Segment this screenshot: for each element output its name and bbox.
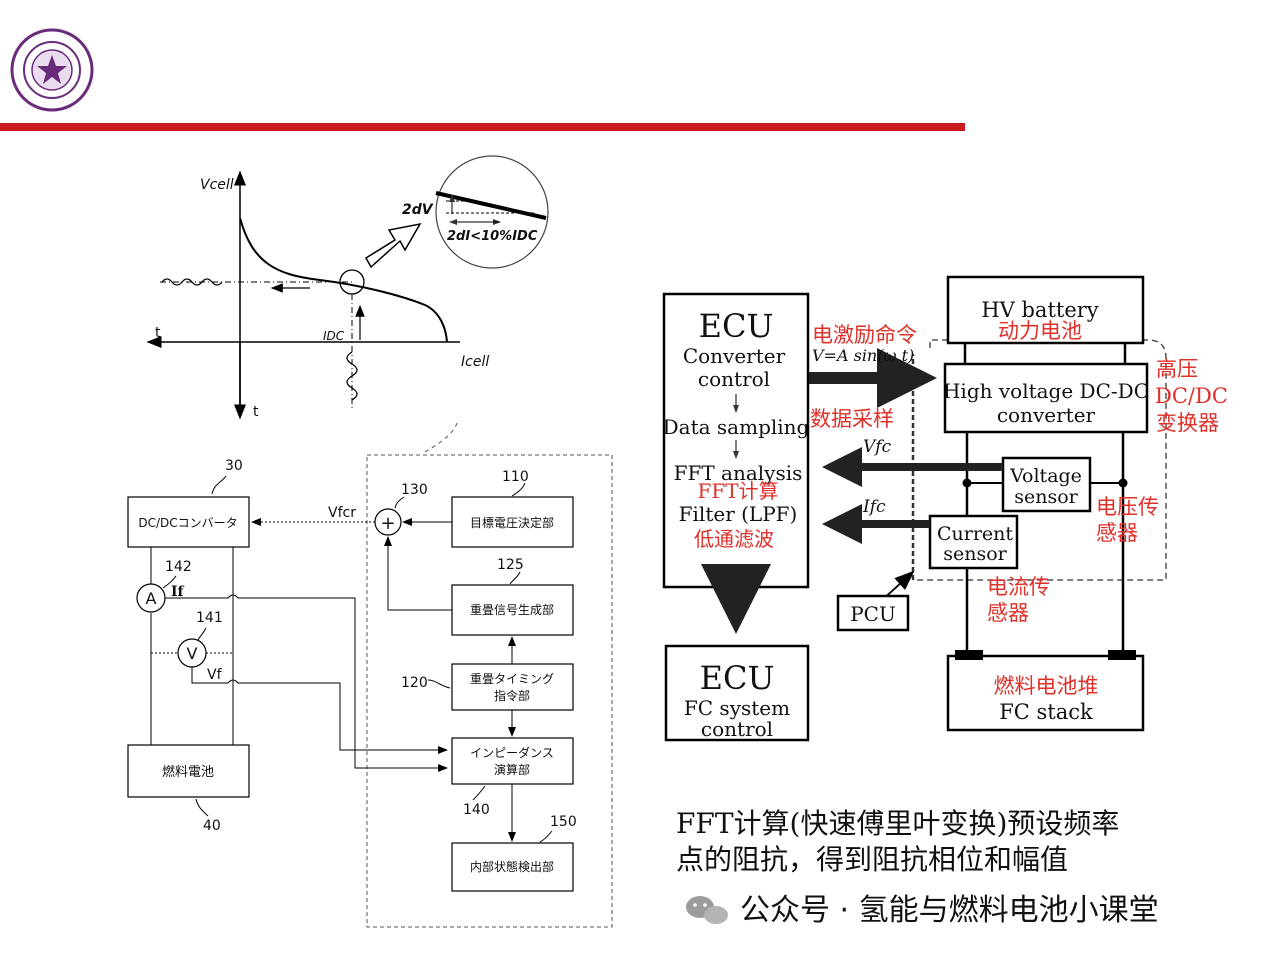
header-red-bar <box>0 123 965 131</box>
fuel-cell-label: 燃料電池 <box>162 764 214 780</box>
svg-text:Filter (LPF): Filter (LPF) <box>679 502 798 526</box>
dcdc-ref-number: 30 <box>225 458 243 474</box>
impedance-calc-label-1: インピーダンス <box>470 745 554 760</box>
excitation-equation: V=A sin(ω t) <box>812 346 914 365</box>
svg-text:Converter: Converter <box>683 344 786 368</box>
svg-text:Data sampling: Data sampling <box>663 415 810 439</box>
pcu-dashed-boundary <box>913 339 1167 581</box>
adder-ref-number: 130 <box>401 482 428 498</box>
zoom-arrow-icon <box>364 222 422 269</box>
internal-state-box <box>451 842 574 892</box>
superpose-generator-box <box>451 584 574 636</box>
vf-label: Vf <box>207 667 223 683</box>
svg-text:电流传: 电流传 <box>987 575 1050 599</box>
current-sensor-box <box>928 514 1019 570</box>
hv-dcdc-box <box>943 362 1149 434</box>
ammeter-ref-number: 142 <box>165 559 192 575</box>
svg-text:动力电池: 动力电池 <box>998 319 1082 343</box>
internal-state-label: 内部状態検出部 <box>470 859 554 874</box>
superpose-generator-ref-number: 125 <box>497 557 524 573</box>
svg-text:control: control <box>698 367 770 391</box>
voltmeter-ref-number: 141 <box>196 610 223 626</box>
vfcr-label: Vfcr <box>328 505 356 521</box>
polarization-curve <box>239 217 448 343</box>
if-label: If <box>171 584 185 600</box>
fc-ecu-title: ECU <box>700 659 775 697</box>
hv-battery-box <box>946 275 1145 345</box>
svg-text:High voltage DC-DC: High voltage DC-DC <box>943 379 1149 403</box>
zoom-di-label: 2dI<10%IDC <box>447 229 538 244</box>
svg-text:DC/DC: DC/DC <box>1155 384 1228 408</box>
y-axis-label: Vcell <box>200 177 234 193</box>
timing-command-label-1: 重畳タイミング <box>470 672 554 686</box>
data-sampling-label: 数据采样 <box>810 407 894 431</box>
impedance-calc-ref-number: 140 <box>463 802 490 818</box>
svg-text:A: A <box>146 589 157 608</box>
zoom-dv-label: 2dV <box>402 202 434 218</box>
svg-text:感器: 感器 <box>1096 521 1138 545</box>
watermark-text: 公众号 · 氢能与燃料电池小课堂 <box>740 893 1159 928</box>
internal-state-ref-number: 150 <box>550 814 577 830</box>
current-ripple <box>346 351 358 401</box>
svg-text:Voltage: Voltage <box>1009 465 1082 487</box>
wechat-icon <box>686 896 728 924</box>
university-logo <box>10 28 94 112</box>
polarization-curve-diagram: Vcell Icell t t IDC 2dV 2dI<10%IDC <box>146 155 549 420</box>
vfc-label: Vfc <box>863 437 892 457</box>
svg-text:FFT计算: FFT计算 <box>697 479 778 503</box>
svg-text:FC system: FC system <box>684 696 790 720</box>
current-signal-line <box>165 594 448 772</box>
excitation-command-label: 电激励命令 <box>812 323 917 347</box>
caption-line-1: FFT计算(快速傅里叶变换)预设频率 <box>676 807 1119 840</box>
svg-text:converter: converter <box>997 403 1096 427</box>
fc-system-diagram: ECU Converter control Data sampling FFT … <box>663 275 1228 742</box>
svg-text:V: V <box>187 644 198 663</box>
voltage-sensor-box <box>1001 456 1092 513</box>
svg-text:control: control <box>701 717 773 741</box>
svg-text:+: + <box>380 513 395 534</box>
svg-text:感器: 感器 <box>987 601 1029 625</box>
impedance-calc-box <box>451 737 574 785</box>
x-axis-label: Icell <box>461 354 489 370</box>
voltage-signal-line <box>191 667 448 754</box>
impedance-block-diagram: DC/DCコンバータ 30 燃料電池 40 A 142 If V 141 Vf … <box>127 419 613 928</box>
dcdc-converter-box <box>127 496 250 548</box>
svg-text:HV battery: HV battery <box>981 298 1098 322</box>
main-ecu-title: ECU <box>699 307 774 345</box>
svg-text:sensor: sensor <box>943 543 1007 565</box>
pcu-label: PCU <box>850 602 896 626</box>
controller-dashed-boundary <box>366 454 613 928</box>
timing-command-ref-number: 120 <box>401 675 428 691</box>
t-down-label: t <box>253 404 259 420</box>
t-left-label: t <box>155 325 161 341</box>
timing-command-box <box>451 663 574 711</box>
fuel-cell-ref-number: 40 <box>203 818 221 834</box>
pcu-box <box>836 594 910 632</box>
zoom-circle <box>435 155 549 269</box>
svg-text:FFT analysis: FFT analysis <box>674 461 803 485</box>
svg-text:低通滤波: 低通滤波 <box>694 527 774 551</box>
svg-text:变换器: 变换器 <box>1156 411 1219 435</box>
timing-command-label-2: 指令部 <box>494 688 530 703</box>
fc-stack-box <box>946 654 1145 732</box>
svg-text:sensor: sensor <box>1014 486 1078 508</box>
target-voltage-label: 目標電圧決定部 <box>470 515 554 530</box>
target-voltage-ref-number: 110 <box>502 469 529 485</box>
superpose-generator-label: 重畳信号生成部 <box>470 602 554 617</box>
impedance-calc-label-2: 演算部 <box>494 762 530 777</box>
svg-text:Current: Current <box>937 523 1013 545</box>
fc-ecu-box <box>664 644 810 742</box>
svg-text:高压: 高压 <box>1156 357 1198 381</box>
idc-label: IDC <box>323 329 345 343</box>
ifc-label: Ifc <box>862 497 886 517</box>
caption-line-2: 点的阻抗，得到阻抗相位和幅值 <box>676 843 1068 876</box>
svg-text:电压传: 电压传 <box>1096 495 1159 519</box>
svg-text:FC stack: FC stack <box>999 700 1093 724</box>
fuel-cell-box <box>127 744 250 798</box>
voltage-ripple <box>161 278 223 286</box>
svg-text:燃料电池堆: 燃料电池堆 <box>994 674 1099 698</box>
target-voltage-box <box>451 496 574 548</box>
dcdc-converter-label: DC/DCコンバータ <box>138 516 237 530</box>
